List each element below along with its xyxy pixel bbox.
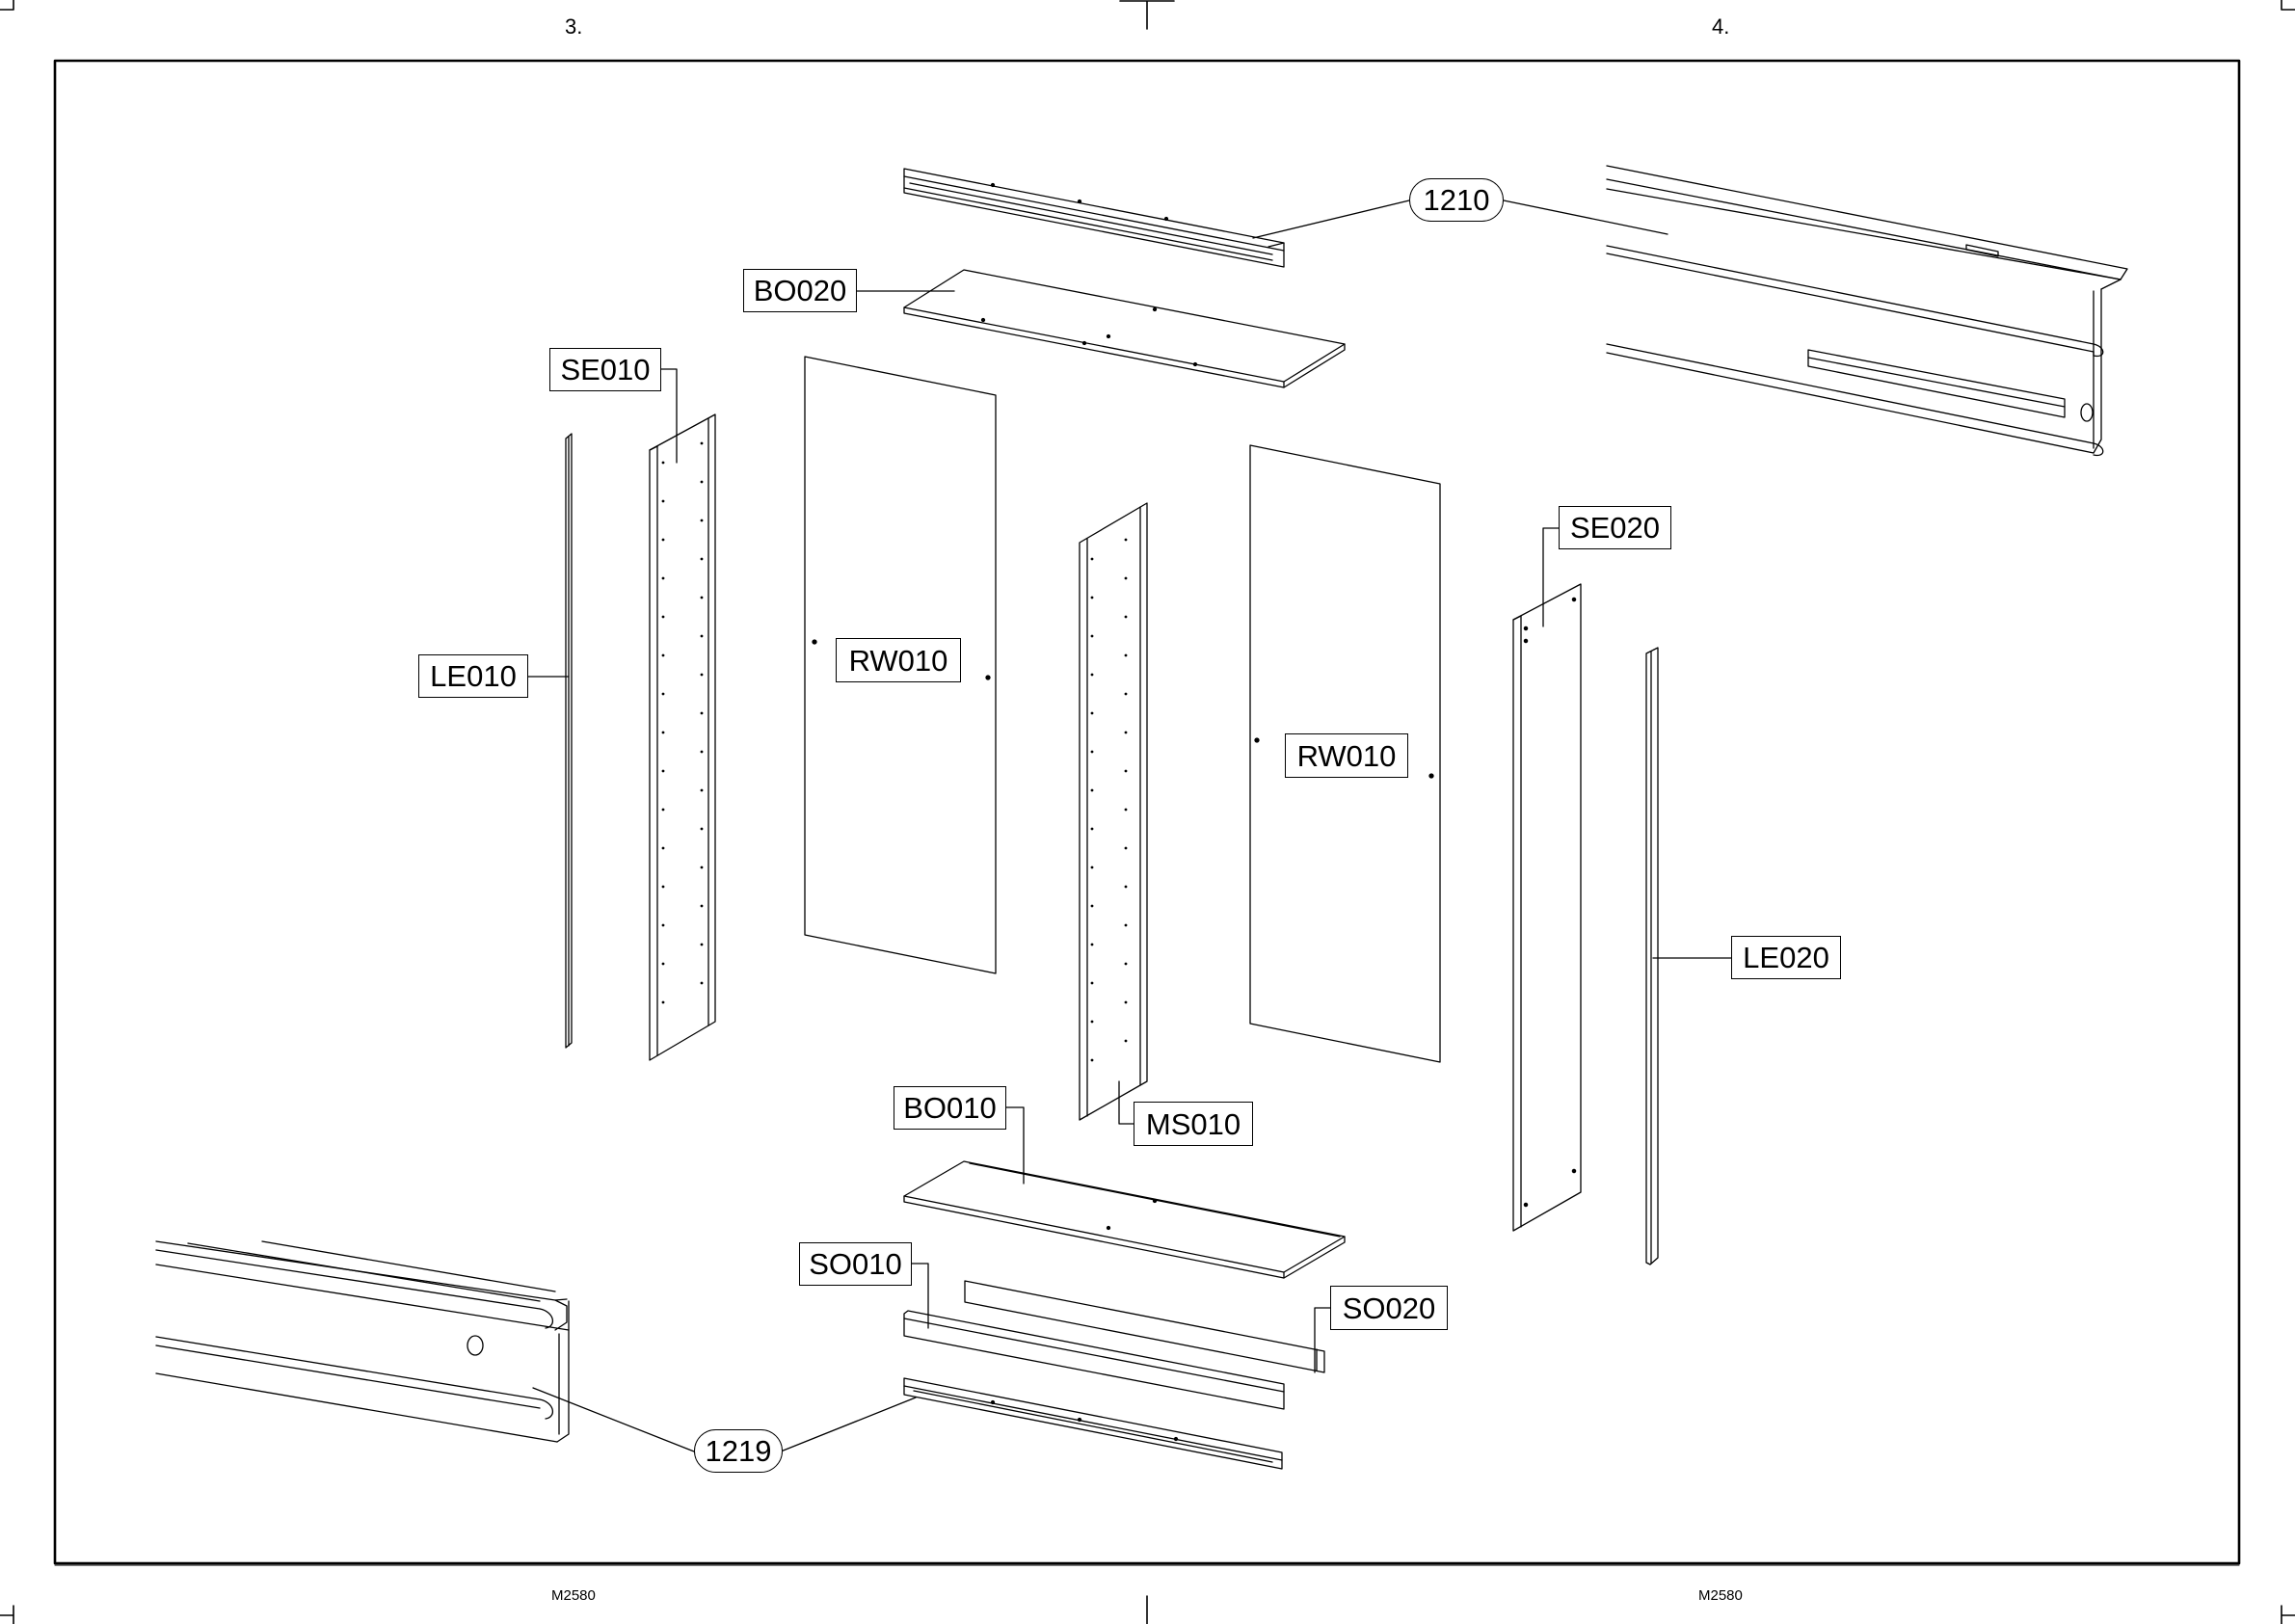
part-label-le010: LE010 [418,654,528,698]
board-bo020 [904,270,1345,387]
panel-se020 [1513,584,1581,1231]
panel-ms010 [1080,503,1147,1120]
strip-le020 [1646,648,1658,1265]
part-label-se010: SE010 [549,348,661,391]
part-label-1210: 1210 [1409,178,1504,222]
rail-1219-detail [156,1241,569,1442]
part-label-rw010-right: RW010 [1285,733,1408,778]
part-label-1219: 1219 [694,1429,783,1473]
plinth-so010 [904,1311,1284,1409]
plinth-so020 [965,1281,1324,1372]
page-number-left: 3. [565,14,582,40]
board-bo010 [904,1161,1345,1278]
part-label-bo020: BO020 [743,269,857,312]
part-label-rw010-left: RW010 [836,638,961,682]
part-label-bo010: BO010 [894,1086,1006,1130]
document-code-right: M2580 [1698,1587,1743,1604]
part-label-ms010: MS010 [1134,1102,1253,1146]
rail-1210-detail [1607,166,2127,455]
part-label-se020: SE020 [1559,506,1671,549]
strip-le010 [566,434,572,1048]
part-label-so020: SO020 [1330,1286,1448,1330]
document-code-left: M2580 [551,1587,596,1604]
panel-se010 [650,414,715,1060]
part-label-le020: LE020 [1731,936,1841,979]
page-number-right: 4. [1712,14,1729,40]
part-label-so010: SO010 [799,1242,912,1286]
rail-1210-small [904,169,1284,267]
rail-1219-small [904,1378,1282,1469]
